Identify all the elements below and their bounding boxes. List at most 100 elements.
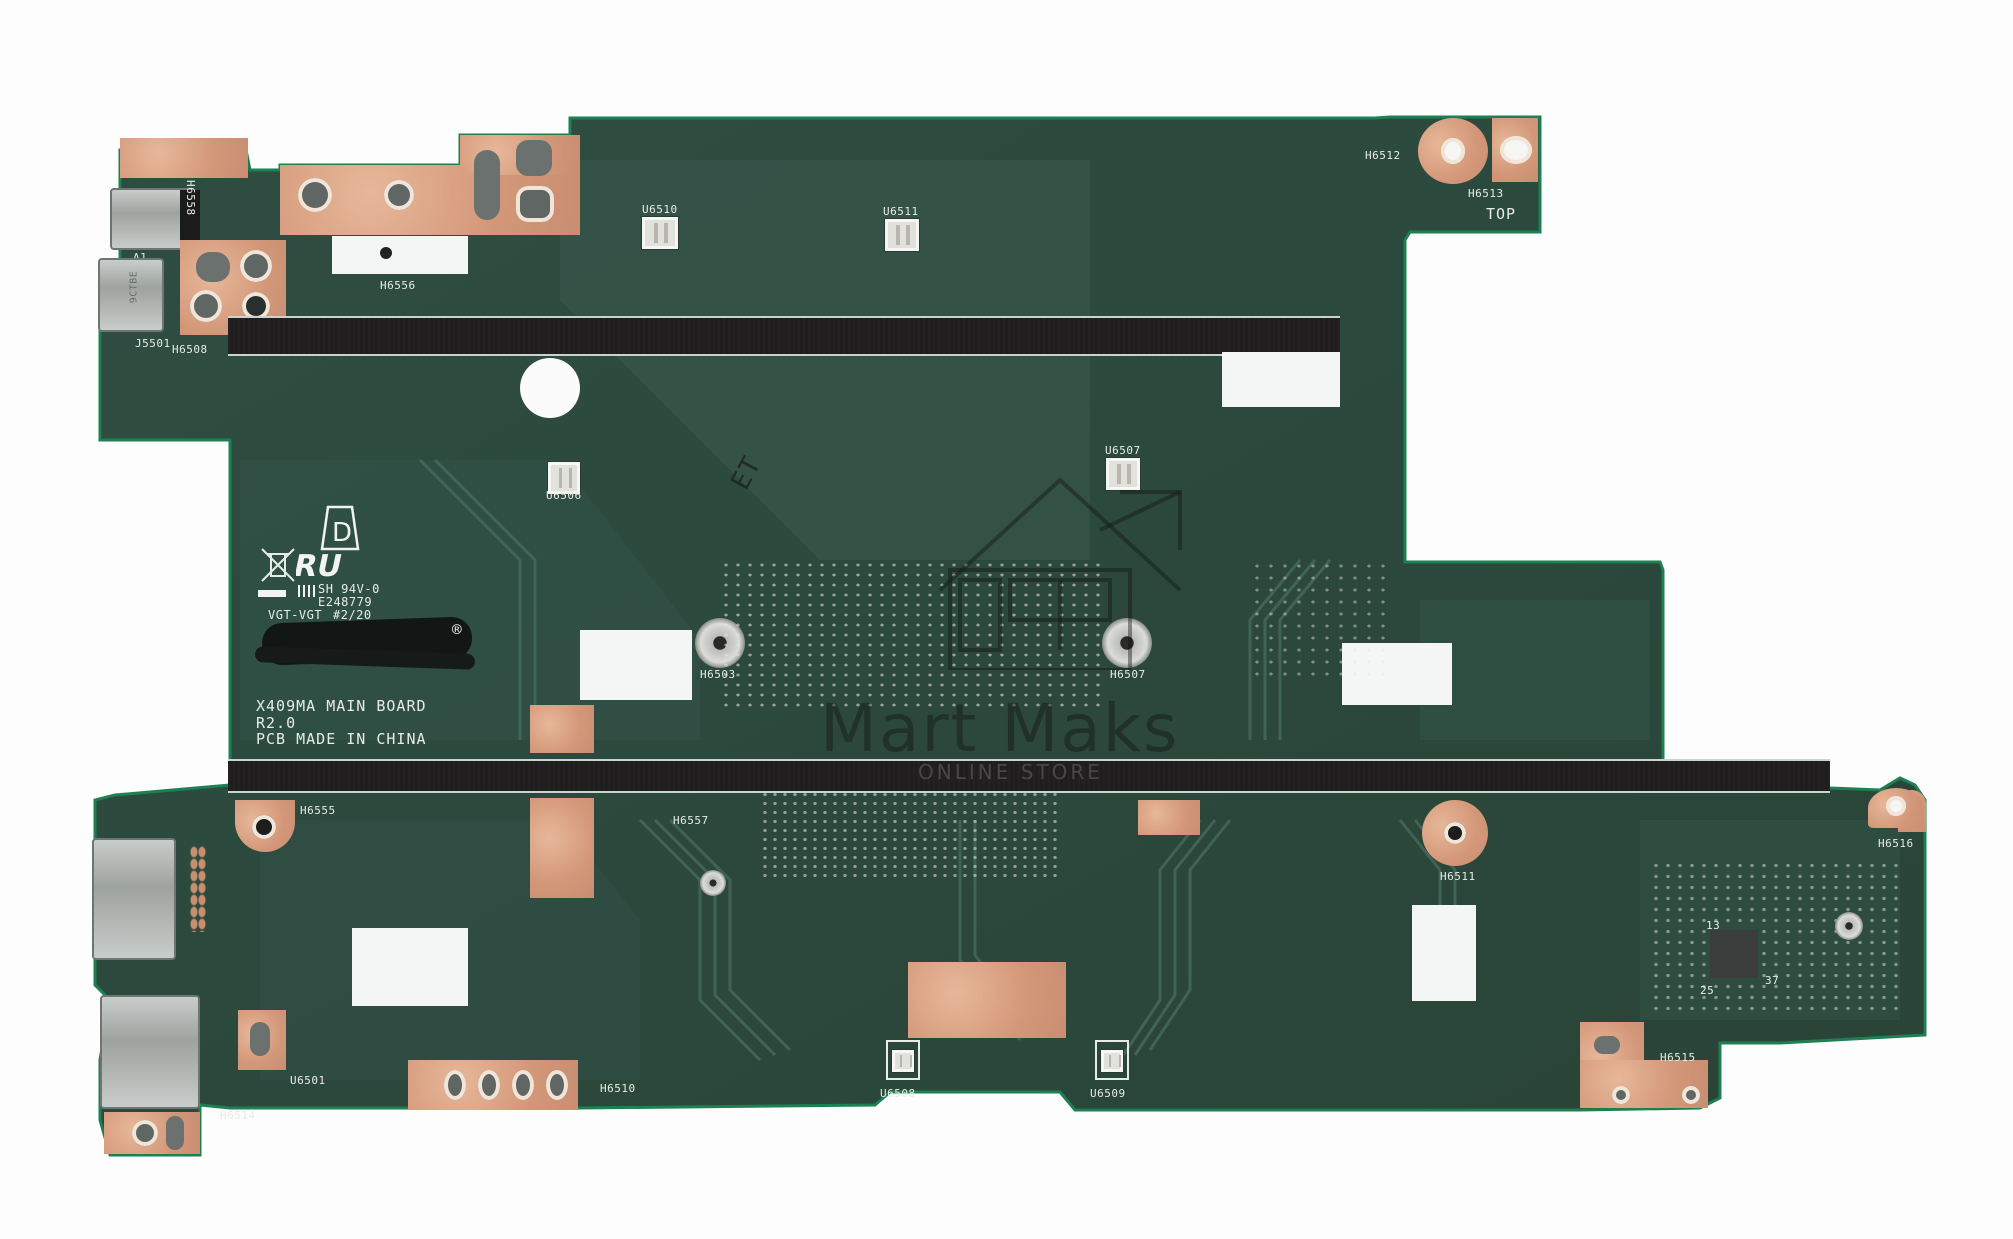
insulation-label	[580, 630, 692, 700]
codec-pin-37: 37	[1765, 974, 1780, 987]
mounting-hole	[516, 186, 554, 222]
chip-u6507	[1106, 458, 1140, 490]
mounting-hole	[1500, 136, 1532, 164]
weee-bin-icon	[261, 548, 295, 582]
svg-text:RU: RU	[296, 549, 342, 582]
test-point	[380, 247, 392, 259]
mounting-hole	[240, 250, 272, 282]
component-outline	[1095, 1040, 1129, 1080]
board-revision: R2.0	[256, 714, 297, 732]
insulation-label	[332, 236, 468, 274]
chip-u6506	[548, 462, 580, 494]
mounting-hole	[1444, 822, 1466, 844]
insulation-tape-upper	[228, 316, 1340, 356]
smd-component-cluster	[760, 790, 1060, 880]
hole-label-h6508: H6508	[172, 343, 208, 356]
audio-jack-housing	[180, 190, 200, 244]
component-label-u6506: U6506	[546, 489, 582, 502]
usb-c-port	[98, 258, 164, 332]
usb-a-port	[100, 995, 200, 1109]
mounting-hole	[190, 290, 222, 322]
mounting-slot	[474, 150, 500, 220]
mounting-slot	[516, 140, 552, 176]
hole-label-h6507: H6507	[1110, 668, 1146, 681]
white-sticker-dot	[520, 358, 580, 418]
codec-pin-13: 13	[1706, 919, 1721, 932]
hole-label-h6511: H6511	[1440, 870, 1476, 883]
component-label-u6510: U6510	[642, 203, 678, 216]
copper-pad	[530, 705, 594, 753]
flammability-rating: SH 94V-0	[318, 582, 380, 596]
hole-label-h6555: H6555	[300, 804, 336, 817]
insulation-label	[352, 928, 468, 1006]
board-model: X409MA MAIN BOARD	[256, 697, 427, 715]
codec-pin-25: 25	[1700, 984, 1715, 997]
ul-file-number: E248779	[318, 595, 373, 609]
svg-text:D: D	[332, 518, 352, 548]
hole-label-h6557: H6557	[673, 814, 709, 827]
component-outline	[886, 1040, 920, 1080]
chip-u6508	[892, 1050, 914, 1072]
mounting-hole	[1441, 138, 1465, 164]
mounting-slot	[166, 1116, 184, 1150]
audio-codec-chip	[1710, 930, 1758, 978]
mounting-hole	[444, 1070, 466, 1100]
mounting-hole	[242, 292, 270, 320]
copper-pad	[238, 1010, 286, 1070]
insulation-label	[1222, 352, 1340, 407]
mounting-hole	[512, 1070, 534, 1100]
mounting-hole	[384, 180, 414, 210]
mounting-hole	[252, 815, 276, 839]
copper-pad	[104, 1112, 200, 1154]
mounting-hole	[132, 1120, 158, 1146]
mounting-slot	[196, 252, 230, 282]
chip-u6509	[1101, 1050, 1123, 1072]
hole-label-h6558: H6558	[184, 180, 197, 216]
chip-u6510	[642, 217, 678, 249]
copper-pad-round	[1418, 118, 1488, 184]
usb-c-label: J5501	[135, 337, 171, 350]
watermark-house-logo-icon	[938, 477, 1182, 670]
mounting-slot	[1594, 1036, 1620, 1054]
mounting-hole	[1612, 1086, 1630, 1104]
vendor-code: VGT-VGT	[268, 608, 323, 622]
hdmi-port	[92, 838, 176, 960]
copper-pad	[1138, 800, 1200, 835]
component-label-u6501: U6501	[290, 1074, 326, 1087]
mounting-slot	[250, 1022, 270, 1056]
standoff-h6507	[1102, 618, 1152, 668]
hole-label-h6515: H6515	[1660, 1051, 1696, 1064]
insulation-label	[1412, 905, 1476, 1001]
hole-label-h6513: H6513	[1468, 187, 1504, 200]
watermark-subtitle: ONLINE STORE	[918, 760, 1103, 784]
hole-label-h6516: H6516	[1878, 837, 1914, 850]
mounting-hole	[546, 1070, 568, 1100]
hole-label-h6514: H6514	[220, 1109, 256, 1122]
copper-pad	[908, 962, 1066, 1038]
insulation-tape-lower	[228, 759, 1830, 793]
pcb-origin: PCB MADE IN CHINA	[256, 730, 427, 748]
chip-u6511	[885, 219, 919, 251]
insulation-label	[1342, 643, 1452, 705]
copper-pad	[530, 798, 594, 898]
white-bar-mark	[258, 590, 286, 597]
ul-recognized-icon: RU	[296, 549, 342, 582]
d-mark-icon: D	[320, 505, 360, 551]
watermark-brand: Mart Maks	[820, 690, 1180, 767]
vendor-logo-icon	[298, 585, 315, 597]
component-label-u6507: U6507	[1105, 444, 1141, 457]
mounting-hole	[478, 1070, 500, 1100]
audio-jack-label: A1	[133, 252, 147, 263]
hole-label-h6510: H6510	[600, 1082, 636, 1095]
standoff	[1835, 912, 1863, 940]
component-label-u6508: U6508	[880, 1087, 916, 1100]
registered-mark: ®	[452, 620, 463, 639]
smd-component-cluster	[720, 560, 1100, 710]
usb-c-marking: 9CTBE	[128, 270, 140, 304]
copper-pad	[120, 138, 248, 178]
mounting-hole	[298, 178, 332, 212]
smd-component-cluster	[1250, 560, 1390, 680]
component-label-u6511: U6511	[883, 205, 919, 218]
mounting-hole	[1886, 796, 1906, 816]
